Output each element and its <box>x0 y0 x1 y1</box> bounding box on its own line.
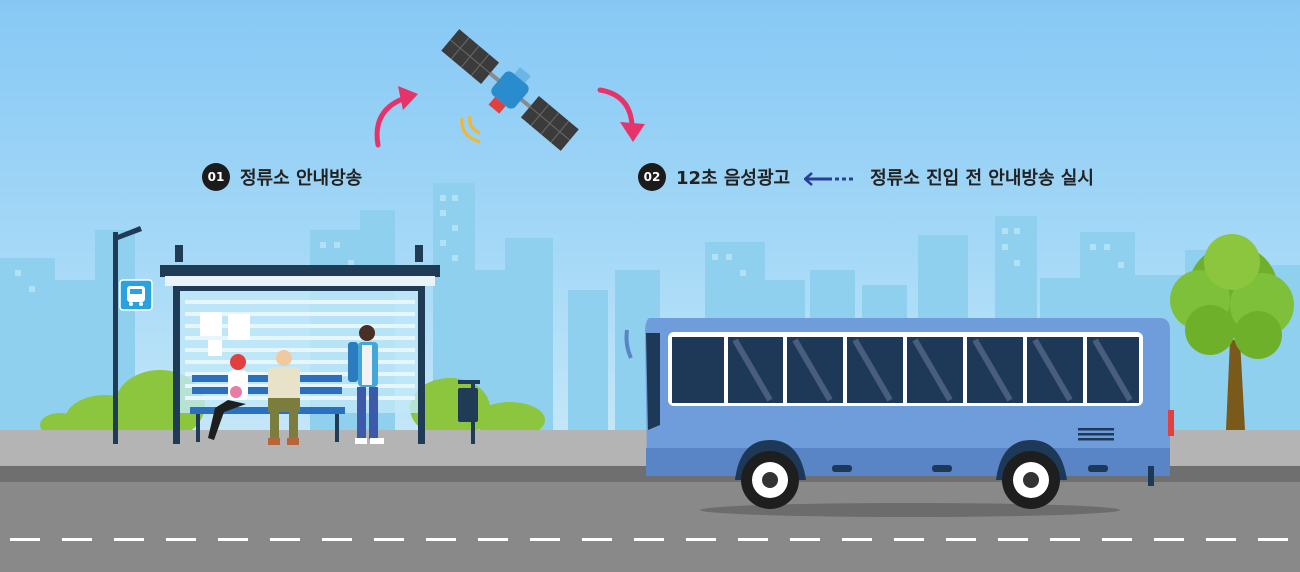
step1-badge: 01 <box>202 163 230 191</box>
step1-label: 01 정류소 안내방송 <box>202 163 362 191</box>
man-sitting <box>268 350 300 445</box>
step2-text: 12초 음성광고 <box>676 168 791 189</box>
step2-badge: 02 <box>638 163 666 191</box>
man-standing <box>348 325 384 444</box>
bus <box>624 318 1174 517</box>
step2-label: 02 12초 음성광고 정류소 진입 전 안내방송 실시 <box>638 163 1094 191</box>
arrow-left-icon <box>803 170 856 186</box>
arrow-down-icon <box>597 87 645 142</box>
step2-source-text: 정류소 진입 전 안내방송 실시 <box>870 168 1094 189</box>
trash-bin <box>458 380 480 444</box>
tree <box>1170 234 1294 430</box>
lane-markings <box>10 538 1288 541</box>
step1-text: 정류소 안내방송 <box>240 168 363 189</box>
street-lamp <box>113 226 142 444</box>
bus-icon <box>119 279 153 311</box>
woman-sitting <box>208 354 248 440</box>
arrow-up-icon <box>374 86 418 148</box>
satellite-icon <box>441 29 579 151</box>
road <box>0 482 1300 572</box>
